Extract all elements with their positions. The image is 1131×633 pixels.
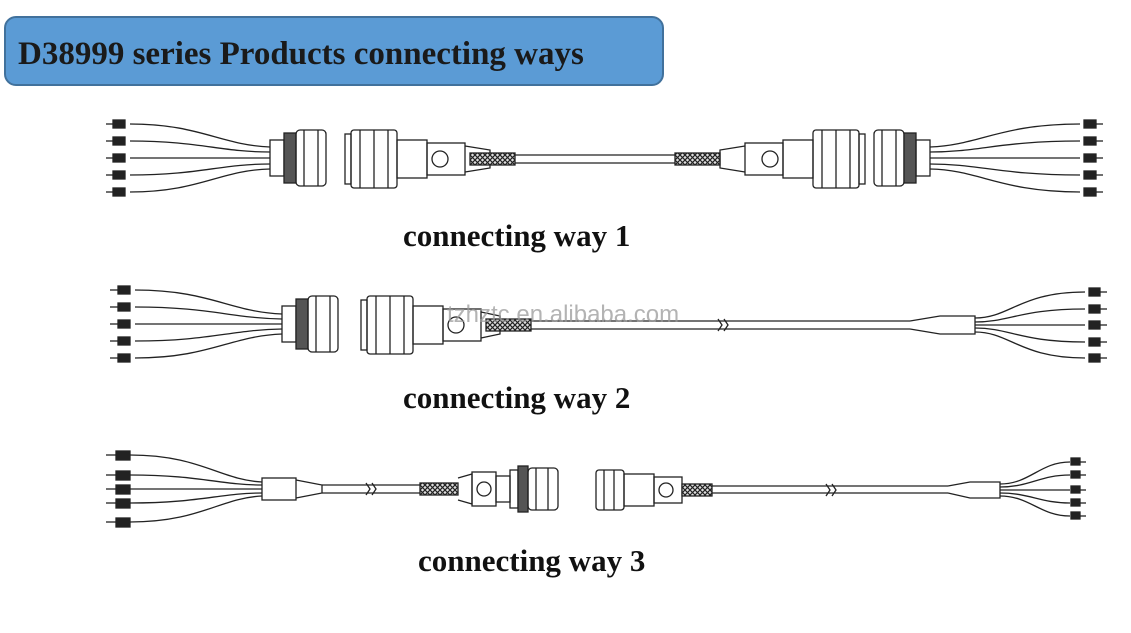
way-1-right-pigtails xyxy=(929,119,1103,197)
page-title: D38999 series Products connecting ways xyxy=(18,36,584,72)
way-1-left-pigtails xyxy=(106,119,271,197)
way-3-breakout xyxy=(947,457,1086,520)
caption-way-2: connecting way 2 xyxy=(403,380,631,415)
way-2-breakout xyxy=(909,287,1107,363)
way-1-left-plug xyxy=(344,129,516,189)
way-2-diagram xyxy=(110,285,1107,363)
caption-way-3: connecting way 3 xyxy=(418,543,646,578)
way-3-right-cable xyxy=(712,483,948,497)
way-3-right-plug xyxy=(595,469,713,511)
way-2-cable xyxy=(531,318,910,332)
way-1-left-receptacle xyxy=(269,129,327,187)
way-1-diagram xyxy=(106,119,1103,197)
way-2-left-pigtails xyxy=(110,285,283,363)
way-3-diagram xyxy=(106,450,1086,528)
watermark: tzhztc.en.alibaba.com xyxy=(447,301,680,328)
way-3-left-pigtails xyxy=(106,450,323,528)
caption-way-1: connecting way 1 xyxy=(403,218,631,253)
way-1-right-receptacle xyxy=(873,129,931,187)
title-banner: D38999 series Products connecting ways xyxy=(4,16,664,86)
way-3-left-cable xyxy=(322,482,420,496)
way-2-left-receptacle xyxy=(281,295,339,353)
way-3-left-plug xyxy=(419,465,559,513)
way-1-right-plug xyxy=(674,129,866,189)
way-2-plug xyxy=(360,295,532,355)
